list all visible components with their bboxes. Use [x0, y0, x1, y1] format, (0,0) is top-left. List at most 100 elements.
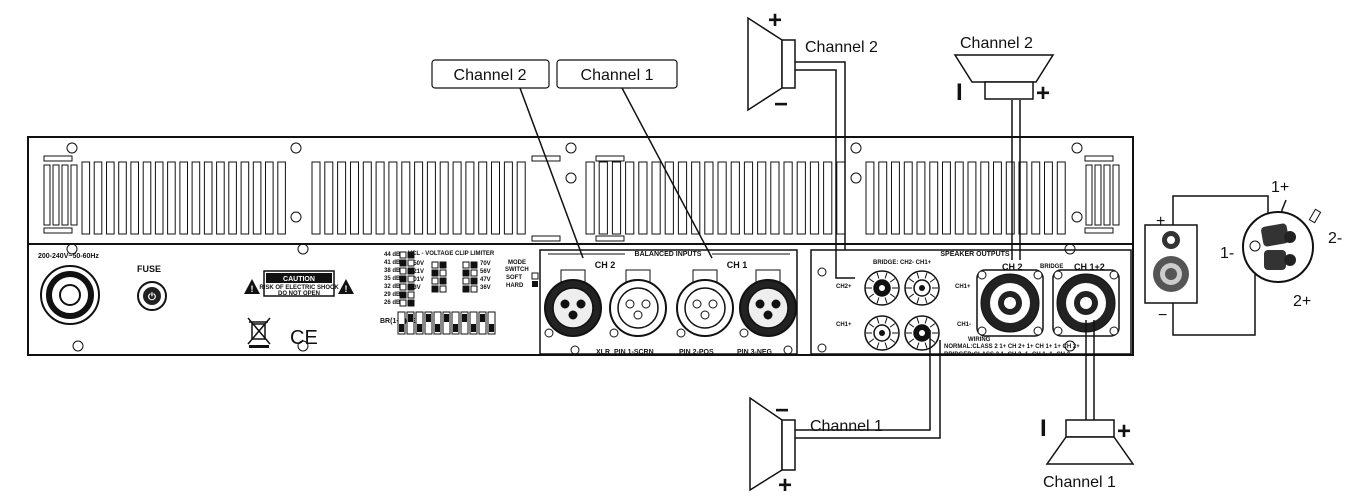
dip-switch[interactable]	[407, 275, 415, 283]
dip-switch[interactable]	[407, 267, 415, 275]
pin2-label: PIN 2-POS	[679, 349, 714, 356]
speakon-connector-icon	[1242, 211, 1314, 283]
dip-switch[interactable]	[407, 299, 415, 307]
svg-text:!: !	[345, 284, 348, 294]
vent-slot	[401, 161, 411, 235]
dip-switch-lever[interactable]	[469, 311, 478, 335]
power-inlet-icon[interactable]	[40, 265, 100, 325]
dip-switch-banks[interactable]	[397, 251, 496, 335]
dip-switch[interactable]	[407, 283, 415, 291]
dip-switch-lever[interactable]	[460, 311, 469, 335]
fuse-holder-icon[interactable]	[137, 281, 167, 311]
vent-slot	[43, 164, 51, 226]
dip-switch[interactable]	[462, 285, 470, 293]
dip-switch[interactable]	[399, 275, 407, 283]
vent-slot	[783, 161, 793, 235]
xlr-male-ch1[interactable]	[676, 269, 734, 338]
vent-slot	[203, 161, 213, 235]
dip-switch-lever[interactable]	[442, 311, 451, 335]
dip-switch-lever[interactable]	[487, 311, 496, 335]
vent-slot	[625, 161, 635, 235]
binding-post[interactable]	[904, 315, 940, 351]
dip-switch[interactable]	[439, 285, 447, 293]
mode-hard-switch[interactable]	[532, 281, 538, 287]
pin-2plus: 2+	[1293, 293, 1311, 310]
dip-switch[interactable]	[470, 277, 478, 285]
dip-switch[interactable]	[439, 277, 447, 285]
wiring-normal-line: NORMAL:CLASS 2 1+ CH 2+ 1+ CH 1+ 1+ CH 2…	[944, 344, 1080, 350]
dip-switch[interactable]	[431, 277, 439, 285]
dip-switch[interactable]	[399, 299, 407, 307]
dip-switch-lever[interactable]	[415, 311, 424, 335]
vent-slot	[350, 161, 359, 235]
vent-slot	[491, 161, 500, 235]
binding-post[interactable]	[864, 270, 900, 306]
dip-switch-lever[interactable]	[433, 311, 442, 335]
vent-slot	[954, 161, 964, 235]
dip-switch[interactable]	[470, 261, 478, 269]
vent-slot	[106, 161, 115, 235]
dip-switch[interactable]	[399, 251, 407, 259]
pin1-label: PIN 1-SCRN	[614, 349, 654, 356]
gain-db-step: 32 dB	[384, 284, 401, 290]
power-section: 200-240V~50-60Hz FUSE ⏻	[38, 253, 167, 325]
pin-1minus: 1-	[1220, 245, 1234, 262]
vent-slot	[277, 161, 286, 235]
gain-db-step: 26 dB	[384, 300, 401, 306]
svg-text:!: !	[251, 284, 254, 294]
vent-slot	[717, 161, 727, 235]
dip-switch[interactable]	[462, 261, 470, 269]
dip-switch[interactable]	[431, 261, 439, 269]
vent-slot	[677, 161, 688, 235]
binding-post[interactable]	[904, 270, 940, 306]
vent-slot	[414, 161, 424, 235]
xlr-male-ch2[interactable]	[609, 269, 667, 338]
vent-slot	[478, 161, 488, 235]
xlr-label: XLR	[596, 349, 610, 356]
dip-switch-lever[interactable]	[478, 311, 487, 335]
speakon-ch12-output[interactable]	[1052, 269, 1120, 337]
vent-slot	[823, 161, 833, 235]
speaker-ch2-left-label: Channel 2	[805, 39, 878, 56]
speaker-ch2-right-pole: I	[956, 79, 963, 106]
balanced-inputs-title: BALANCED INPUTS	[635, 251, 702, 258]
dip-switch[interactable]	[407, 259, 415, 267]
speakon-pinout-inset: + − 1+ 1- 2+ 2-	[1144, 179, 1342, 336]
ce-mark: CE	[290, 327, 318, 349]
vent-slot	[61, 164, 69, 226]
dip-switch[interactable]	[399, 283, 407, 291]
vent-slot	[191, 161, 201, 235]
hard-label: HARD	[506, 283, 524, 289]
dip-switch-lever[interactable]	[451, 311, 460, 335]
dip-switch[interactable]	[439, 261, 447, 269]
dip-switch[interactable]	[399, 291, 407, 299]
dip-switch[interactable]	[462, 269, 470, 277]
dip-switch[interactable]	[407, 291, 415, 299]
dip-switch[interactable]	[399, 267, 407, 275]
vent-slot	[865, 161, 875, 235]
vent-slot	[81, 161, 91, 235]
svg-text:⏻: ⏻	[148, 291, 156, 303]
dip-switch[interactable]	[431, 285, 439, 293]
dip-switch[interactable]	[399, 259, 407, 267]
dip-switch-lever[interactable]	[424, 311, 433, 335]
xlr-female-ch1[interactable]	[739, 269, 797, 338]
vent-slot	[439, 161, 449, 235]
dip-switch-lever[interactable]	[406, 311, 415, 335]
dip-switch[interactable]	[407, 251, 415, 259]
dip-switch[interactable]	[431, 269, 439, 277]
speakon-ch2-output[interactable]	[976, 269, 1044, 337]
dip-switch[interactable]	[462, 277, 470, 285]
vent-slot	[730, 161, 740, 235]
xlr-female-ch2[interactable]	[544, 269, 602, 338]
dip-switch-lever[interactable]	[397, 311, 406, 335]
dip-switch[interactable]	[470, 285, 478, 293]
vent-slot	[878, 161, 888, 235]
ch2-plus-post-label: CH2+	[836, 284, 852, 290]
inset-plus: +	[1156, 213, 1165, 230]
mode-soft-switch[interactable]	[531, 272, 539, 280]
dip-switch[interactable]	[470, 269, 478, 277]
dip-switch[interactable]	[439, 269, 447, 277]
vent-slot	[980, 161, 990, 235]
binding-post[interactable]	[864, 315, 900, 351]
